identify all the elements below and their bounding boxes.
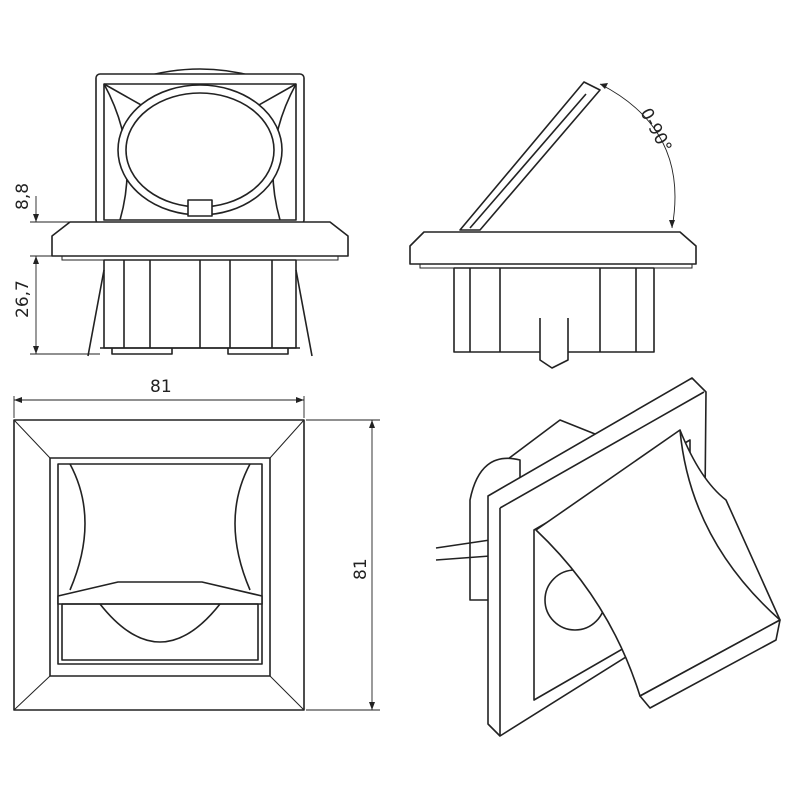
dim-height-label: 81	[351, 558, 371, 580]
dim-top-height-label: 8,8	[13, 183, 33, 210]
dim-width-label: 81	[150, 377, 172, 397]
dim-depth-label: 26,7	[13, 280, 33, 318]
dimension-vertical-left: 8,8 26,7	[13, 183, 100, 355]
isometric-view	[435, 377, 781, 737]
side-view: 0-90°	[409, 81, 697, 369]
front-view-open	[51, 68, 349, 357]
front-view: 81 81	[13, 377, 380, 711]
angle-label: 0-90°	[636, 105, 676, 156]
